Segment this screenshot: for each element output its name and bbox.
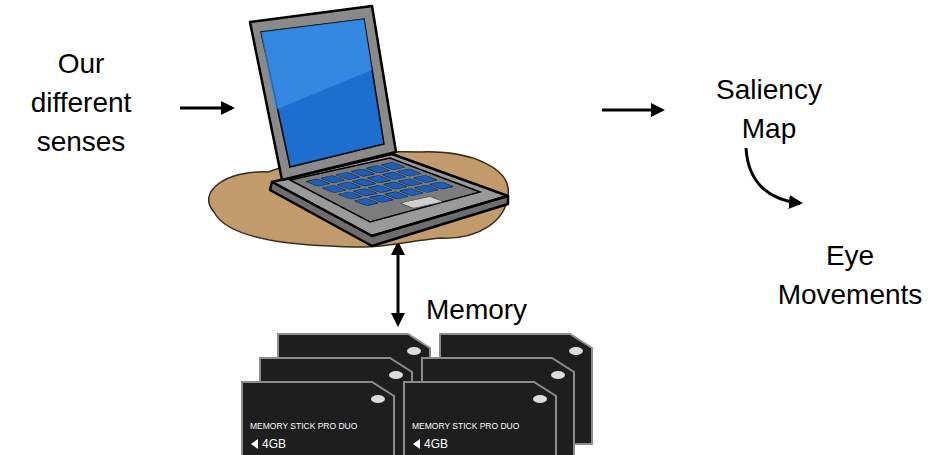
card-logo (389, 371, 403, 379)
memory-card (404, 382, 556, 455)
card-capacity: 4GB (424, 438, 448, 450)
card-body (242, 382, 394, 455)
card-body (404, 382, 556, 455)
card-logo (551, 371, 565, 379)
card-triangle (251, 439, 258, 449)
sense-label: Our different senses (12, 44, 150, 161)
saliency-label: Saliency Map (694, 70, 844, 148)
trackpad (400, 196, 443, 208)
key (381, 162, 405, 170)
double-arrow (397, 244, 400, 324)
eye-movement-label: Eye Movements (774, 236, 926, 314)
memory-cards (242, 334, 592, 455)
desk-mat (209, 152, 509, 247)
key (429, 182, 453, 190)
curved-arrow (746, 148, 800, 203)
card-logo (371, 395, 385, 403)
card-capacity: 4GB (262, 438, 286, 450)
arrow (180, 107, 232, 110)
key (413, 175, 437, 183)
laptop (250, 6, 508, 246)
key (397, 169, 421, 177)
memory-card (242, 382, 394, 455)
memory-label: Memory (426, 290, 536, 329)
arrow (602, 109, 662, 112)
card-logo (569, 347, 583, 355)
card-text: MEMORY STICK PRO DUO (412, 422, 519, 431)
card-triangle (413, 439, 420, 449)
card-text: MEMORY STICK PRO DUO (250, 422, 357, 431)
card-logo (533, 395, 547, 403)
card-logo (407, 347, 421, 355)
